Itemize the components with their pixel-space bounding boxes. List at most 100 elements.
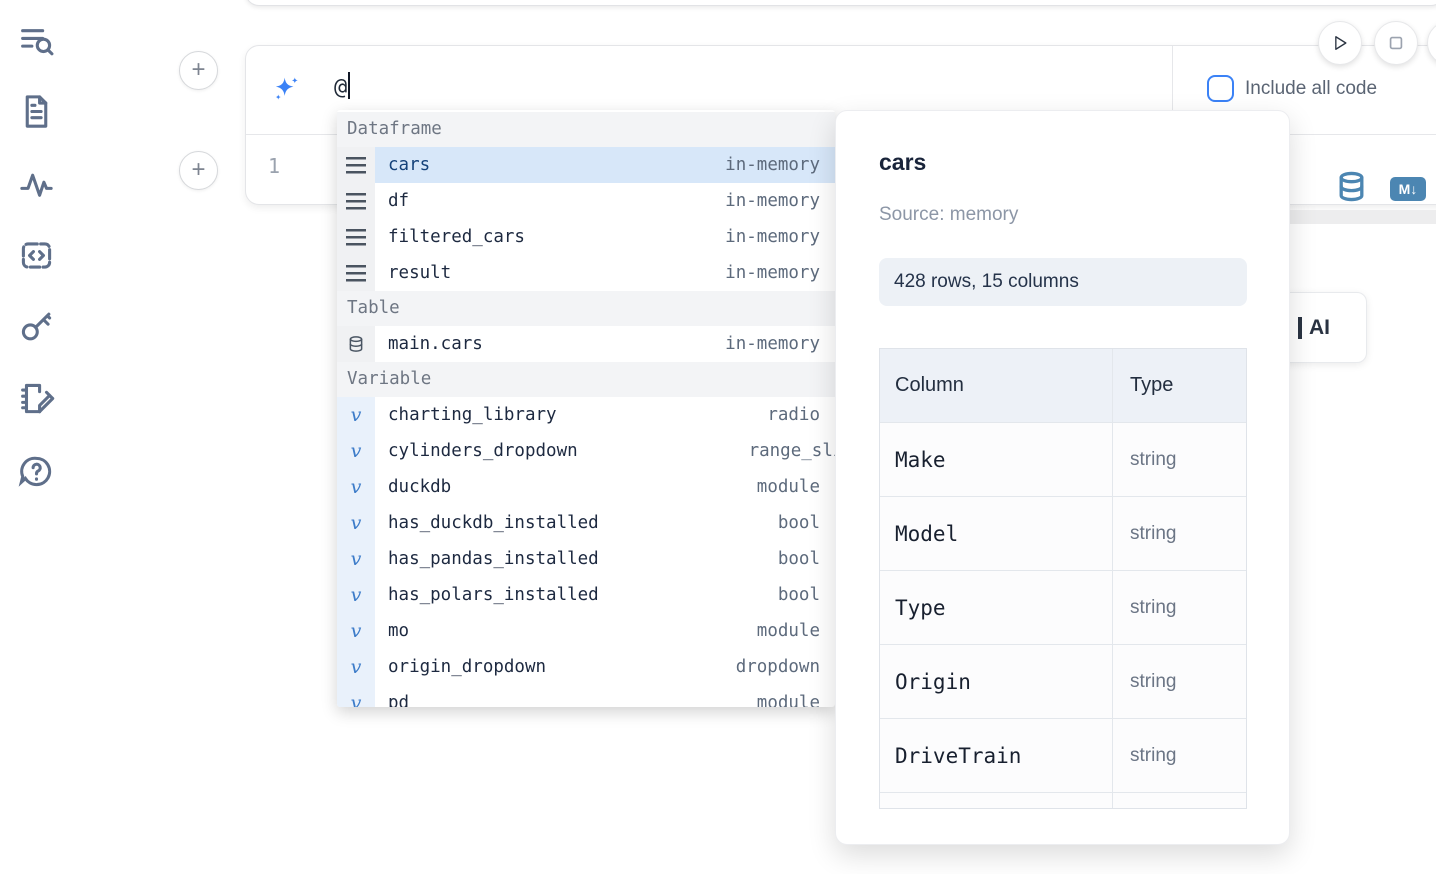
help-bubble-icon[interactable] [18,453,55,490]
variable-icon: v [337,541,375,577]
sparkles-ai-icon [270,75,302,107]
item-type: bool [777,585,820,605]
rows-icon [337,255,375,291]
item-type: dropdown [735,657,820,677]
schema-column-type: string [1130,448,1177,470]
item-name: mo [388,621,410,641]
variable-icon: v [337,577,375,613]
prompt-options-divider [1172,46,1173,134]
autocomplete-item-body: pd module [375,685,835,707]
activity-icon[interactable] [18,166,55,203]
key-icon[interactable] [18,308,55,345]
item-name: df [388,191,410,211]
text-cursor [348,72,351,99]
item-name: pd [388,693,410,707]
dataframe-preview-popover: cars Source: memory 428 rows, 15 columns… [835,110,1290,845]
rows-icon [337,183,375,219]
item-type: in-memory [725,155,820,175]
schema-column-name: Make [880,423,1113,496]
variable-icon: v [337,613,375,649]
list-search-icon[interactable] [18,23,55,60]
code-block-icon[interactable] [18,237,55,274]
autocomplete-item-body: duckdb module [375,469,835,505]
schema-column-type: string [1130,744,1177,766]
item-name: has_pandas_installed [388,549,599,569]
run-cell-button[interactable] [1318,21,1362,65]
variable-icon: v [337,433,375,469]
item-type: radio [767,405,820,425]
item-name: duckdb [388,477,452,497]
rows-icon [337,147,375,183]
database-icon[interactable] [1335,170,1368,203]
schema-row: Origin string [880,644,1246,718]
autocomplete-item-body: has_duckdb_installed bool [375,505,835,541]
schema-column-type: string [1130,670,1177,692]
item-type: module [756,693,820,707]
preview-source: Source: memory [879,204,1019,225]
preview-title: cars [879,149,927,175]
preview-shape-badge: 428 rows, 15 columns [879,258,1247,306]
schema-column-name: Model [880,497,1113,570]
add-cell-button-bottom[interactable]: + [179,151,218,190]
item-name: has_duckdb_installed [388,513,599,533]
schema-row: Make string [880,422,1246,496]
rows-icon [337,219,375,255]
notebook-edit-icon[interactable] [18,380,55,417]
item-type: bool [777,513,820,533]
markdown-icon[interactable]: M↓ [1390,177,1426,201]
add-cell-button-top[interactable]: + [179,51,218,90]
column-header: Column [880,349,1113,422]
item-type: module [756,477,820,497]
schema-column-name: Origin [880,645,1113,718]
item-type: module [756,621,820,641]
ai-prompt-input[interactable]: @ [334,72,351,100]
include-all-code-checkbox[interactable] [1207,75,1234,102]
stop-icon [1389,36,1403,50]
stop-cell-button[interactable] [1374,21,1418,65]
ai-button-label: AI [1309,315,1330,339]
cell-gap-strip [1290,210,1436,224]
database-icon [337,326,375,362]
item-name: main.cars [388,334,483,354]
schema-column-type [1113,793,1246,808]
item-name: charting_library [388,405,557,425]
schema-column-name [880,793,1113,808]
code-line-number: 1 [268,154,281,178]
item-type: in-memory [725,227,820,247]
schema-column-type: string [1130,522,1177,544]
item-name: result [388,263,452,283]
autocomplete-section-header: Variable [337,362,835,397]
item-name: cylinders_dropdown [388,441,578,461]
schema-column-name: Type [880,571,1113,644]
autocomplete-section-header: Dataframe [337,112,835,147]
clipped-letter [1298,316,1302,339]
file-text-icon[interactable] [18,93,55,130]
schema-row: Model string [880,496,1246,570]
